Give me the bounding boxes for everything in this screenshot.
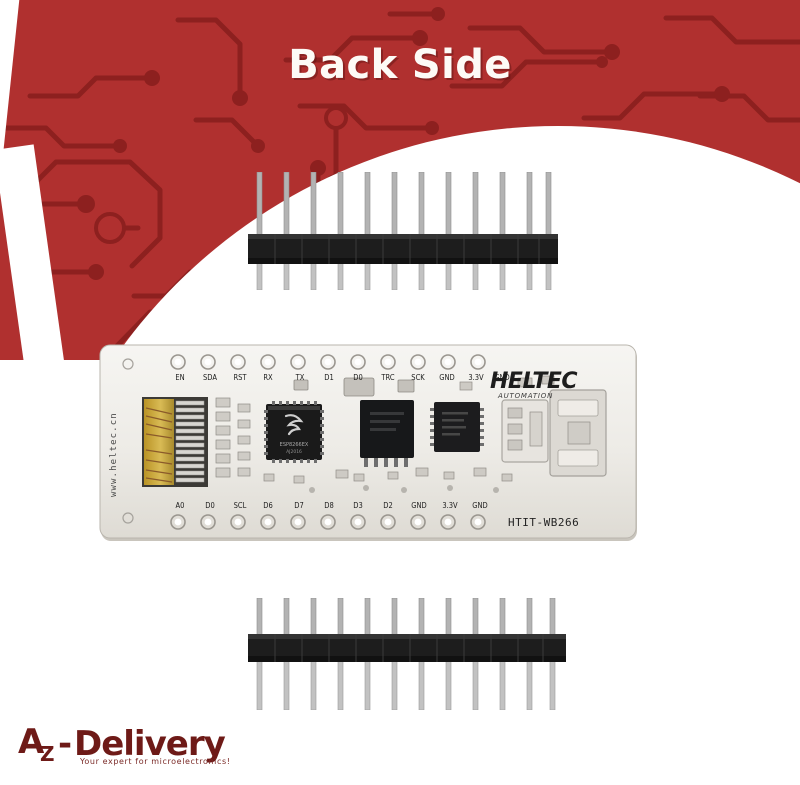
svg-text:RX: RX xyxy=(263,373,273,382)
svg-text:GND: GND xyxy=(472,501,487,510)
svg-text:SCK: SCK xyxy=(411,373,425,382)
pin-header-strip-bottom: 12-pin male header strip xyxy=(243,597,574,715)
svg-text:D3: D3 xyxy=(353,501,363,510)
svg-text:GND: GND xyxy=(494,373,509,382)
svg-text:D8: D8 xyxy=(324,501,334,510)
silkscreen-top-labels: EN SDA RST RX TX D1 D0 TRC SCK GND 3.3V … xyxy=(175,373,509,382)
pin-header-bottom-svg xyxy=(248,597,566,711)
svg-text:A0: A0 xyxy=(176,501,185,510)
silkscreen-bottom-labels: A0 D0 SCL D6 D7 D8 D3 D2 GND 3.3V GND xyxy=(176,501,488,510)
tertiary-chip xyxy=(430,402,484,452)
logo-tagline: Your expert for microelectronics! xyxy=(80,757,231,766)
svg-text:3.3V: 3.3V xyxy=(442,501,458,510)
az-delivery-wordmark: A Z - Delivery xyxy=(18,722,227,765)
svg-text:RST: RST xyxy=(233,373,247,382)
svg-text:D7: D7 xyxy=(294,501,304,510)
svg-text:GND: GND xyxy=(439,373,454,382)
svg-text:D0: D0 xyxy=(353,373,363,382)
svg-text:Z: Z xyxy=(40,742,55,765)
battery-connector xyxy=(501,399,549,463)
az-delivery-logo: A Z - Delivery Your expert for microelec… xyxy=(18,721,278,777)
svg-text:D2: D2 xyxy=(383,501,393,510)
svg-text:SCL: SCL xyxy=(234,501,247,510)
pcb-board: www.heltec.cn xyxy=(98,342,643,552)
svg-text:SDA: SDA xyxy=(203,373,217,382)
chip-main-label: ESP8266EX xyxy=(280,442,309,448)
secondary-chip xyxy=(360,400,414,467)
pin-header-top-svg xyxy=(248,171,558,291)
board-model-number: HTIT-WB266 xyxy=(508,516,579,529)
pin-header-strip-top: 12-pin male header strip xyxy=(243,171,563,295)
page-title: Back Side xyxy=(288,42,512,88)
svg-text:TX: TX xyxy=(295,373,305,382)
svg-text:D6: D6 xyxy=(263,501,273,510)
svg-text:TRC: TRC xyxy=(380,373,394,382)
svg-text:D1: D1 xyxy=(324,373,334,382)
chip-main-sub: AJ2016 xyxy=(286,449,302,455)
pin-header-bottom-label: 12-pin male header strip xyxy=(573,598,574,599)
svg-text:www.heltec.cn: www.heltec.cn xyxy=(109,412,119,497)
svg-text:HELTEC: HELTEC xyxy=(490,369,577,394)
esp8266-chip: ESP8266EX AJ2016 xyxy=(264,401,324,463)
svg-text:-: - xyxy=(58,724,71,764)
svg-text:3.3V: 3.3V xyxy=(468,373,484,382)
svg-text:GND: GND xyxy=(411,501,426,510)
pcb-board-svg: www.heltec.cn xyxy=(99,344,637,541)
heltec-brand-logo: HELTEC AUTOMATION xyxy=(490,369,578,400)
svg-text:A: A xyxy=(18,722,45,762)
svg-text:D0: D0 xyxy=(205,501,215,510)
svg-text:Delivery: Delivery xyxy=(74,724,226,764)
svg-text:AUTOMATION: AUTOMATION xyxy=(497,392,553,400)
svg-text:EN: EN xyxy=(175,373,184,382)
usb-connector xyxy=(549,389,607,477)
